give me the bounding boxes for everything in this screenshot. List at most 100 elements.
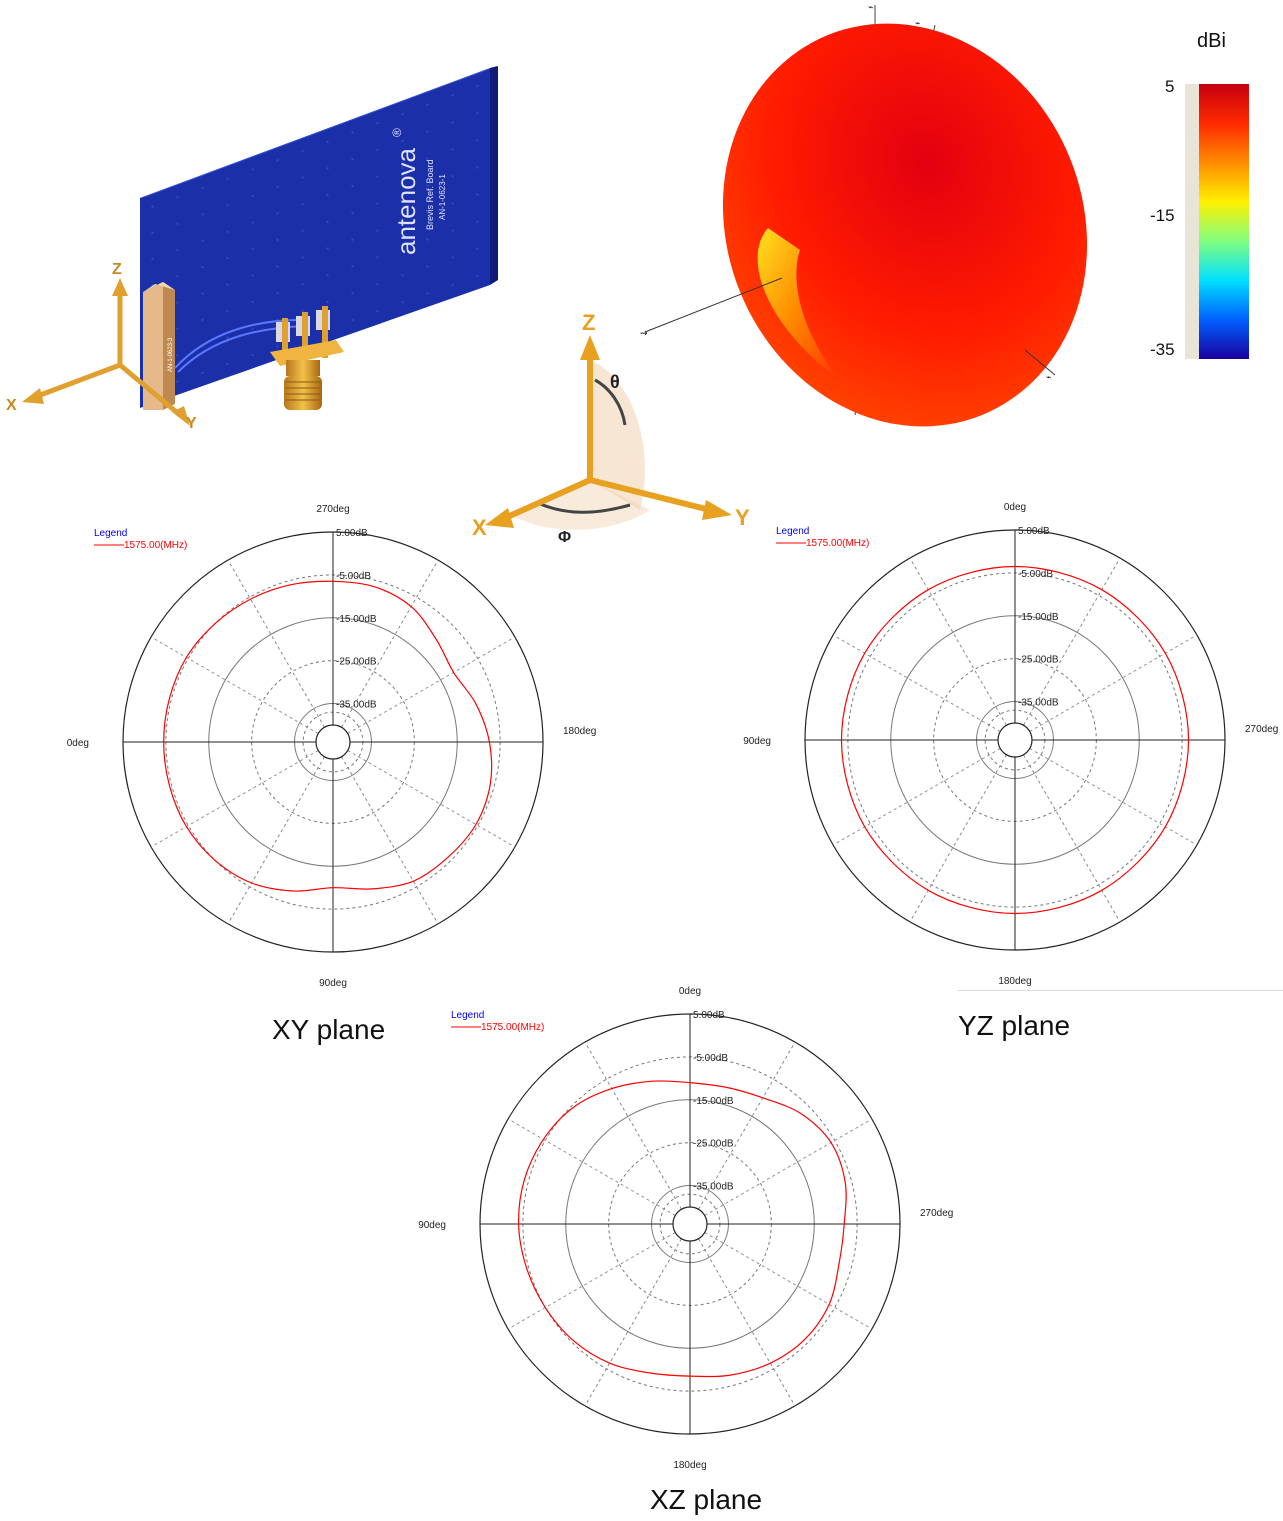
board-dot (226, 283, 229, 286)
polar-spoke (1029, 634, 1198, 732)
polar-legend-series: 1575.00(MHz) (124, 540, 187, 551)
board-dot (451, 148, 454, 151)
board-dot (201, 213, 204, 216)
polar-angle-label-left: 90deg (418, 1220, 446, 1231)
board-dot (451, 229, 454, 232)
polar-angle-label-left: 90deg (743, 736, 771, 747)
board-dot (401, 166, 404, 169)
board-dot (176, 327, 179, 331)
board-dot (201, 371, 204, 374)
polar-center-circle (315, 724, 351, 760)
polar-spoke (584, 1238, 682, 1407)
sma-connector-pins (302, 312, 308, 358)
phi-sector (510, 480, 650, 530)
polar-center-circle (997, 722, 1033, 758)
xz-plane-title: XZ plane (650, 1484, 763, 1515)
board-dot (201, 318, 204, 322)
xy-plane-title: XY plane (272, 1014, 386, 1045)
board-dot (301, 256, 304, 259)
polar-chart-yz: 5.00dB-5.00dB-15.00dB-25.00dB-35.00dB0de… (743, 502, 1278, 987)
polar-angle-label-right: 270deg (1245, 724, 1278, 735)
board-dot (176, 301, 179, 304)
board-dot (301, 203, 304, 206)
spherical-axis-arrows (485, 335, 732, 528)
board-dot (376, 175, 379, 179)
board-dot (426, 211, 429, 214)
board-dot (301, 229, 304, 233)
theta-arc (594, 378, 627, 426)
board-dot (451, 202, 454, 205)
board-dot (451, 94, 454, 97)
polar-radial-label: -35.00dB (336, 700, 377, 711)
board-dot (351, 318, 354, 322)
board-dot (401, 220, 404, 223)
board-dot (451, 283, 454, 286)
board-dot (376, 148, 379, 152)
polar-radial-label: -15.00dB (336, 614, 377, 625)
polar-pattern-trace (517, 1080, 847, 1378)
board-dot (226, 230, 229, 233)
board-dot (151, 257, 154, 261)
polar-radial-label: -25.00dB (1018, 655, 1059, 666)
board-dot (326, 247, 329, 250)
board-dot (176, 275, 179, 278)
board-dot (401, 139, 404, 143)
spherical-axes: Z X Y θ Φ (472, 310, 750, 546)
colorbar-tick-max: 5 (1165, 77, 1175, 96)
polar-spoke (832, 748, 1001, 846)
polar-spoke (227, 559, 325, 728)
pattern-axis-line (1024, 349, 1056, 376)
polar-chart-xz: 5.00dB-5.00dB-15.00dB-25.00dB-35.00dB0de… (418, 986, 953, 1471)
polar-spoke (341, 756, 439, 925)
board-registered: ® (390, 128, 404, 137)
board-front-face (140, 68, 490, 408)
board-dot (476, 247, 479, 250)
polar-spoke (909, 557, 1007, 726)
colorbar-tick-min: -35 (1150, 340, 1175, 359)
polar-spoke (507, 1118, 676, 1216)
board-dot (276, 185, 279, 188)
board-dot (276, 345, 279, 348)
polar-angle-label-top: 270deg (316, 504, 349, 515)
board-dot (226, 256, 229, 260)
board-dot (351, 238, 354, 241)
board-dot (276, 159, 279, 162)
polar-radial-label: 5.00dB (336, 528, 368, 539)
spherical-axis-y-label: Y (735, 505, 750, 530)
polar-angle-label-bottom: 90deg (319, 978, 347, 989)
board-dot (326, 167, 329, 170)
board-dot (476, 220, 479, 223)
sma-connector-thread (284, 376, 322, 410)
polar-legend-title: Legend (94, 528, 127, 539)
pattern-lobe-edge (757, 228, 840, 380)
board-dot (351, 131, 354, 134)
board-dot (151, 205, 154, 208)
board-dot (376, 122, 379, 125)
board-dot (376, 202, 379, 205)
board-dot (451, 175, 454, 178)
board-dot (401, 274, 404, 277)
board-dot (226, 336, 229, 339)
polar-legend-series: 1575.00(MHz) (806, 538, 869, 549)
phi-arc (537, 501, 631, 514)
board-dot (276, 265, 279, 268)
polar-radial-label: 5.00dB (693, 1010, 725, 1021)
board-side-edge (490, 66, 498, 285)
board-dot (301, 176, 304, 179)
polar-spoke (150, 750, 319, 848)
board-illustration: AN-1-0623-3 antenova ® Brevis Ref. Board… (6, 66, 498, 432)
board-dot (476, 274, 479, 277)
board-dot (276, 292, 279, 295)
pattern-axis-tick: ⌁ (915, 18, 920, 28)
board-dot (176, 248, 179, 252)
pattern-3d: ⇝ ⌁ ⌁ ⌁ (640, 2, 1088, 427)
polar-radial-label: -15.00dB (1018, 612, 1059, 623)
polar-radial-label: -25.00dB (693, 1139, 734, 1150)
pattern-lobe (722, 23, 1088, 427)
polar-angle-label-top: 0deg (1004, 502, 1026, 513)
polar-spoke (1023, 754, 1121, 923)
board-brand: antenova (391, 147, 421, 255)
board-dot (276, 212, 279, 215)
colorbar-title: dBi (1197, 30, 1226, 52)
board-dot (201, 292, 204, 295)
